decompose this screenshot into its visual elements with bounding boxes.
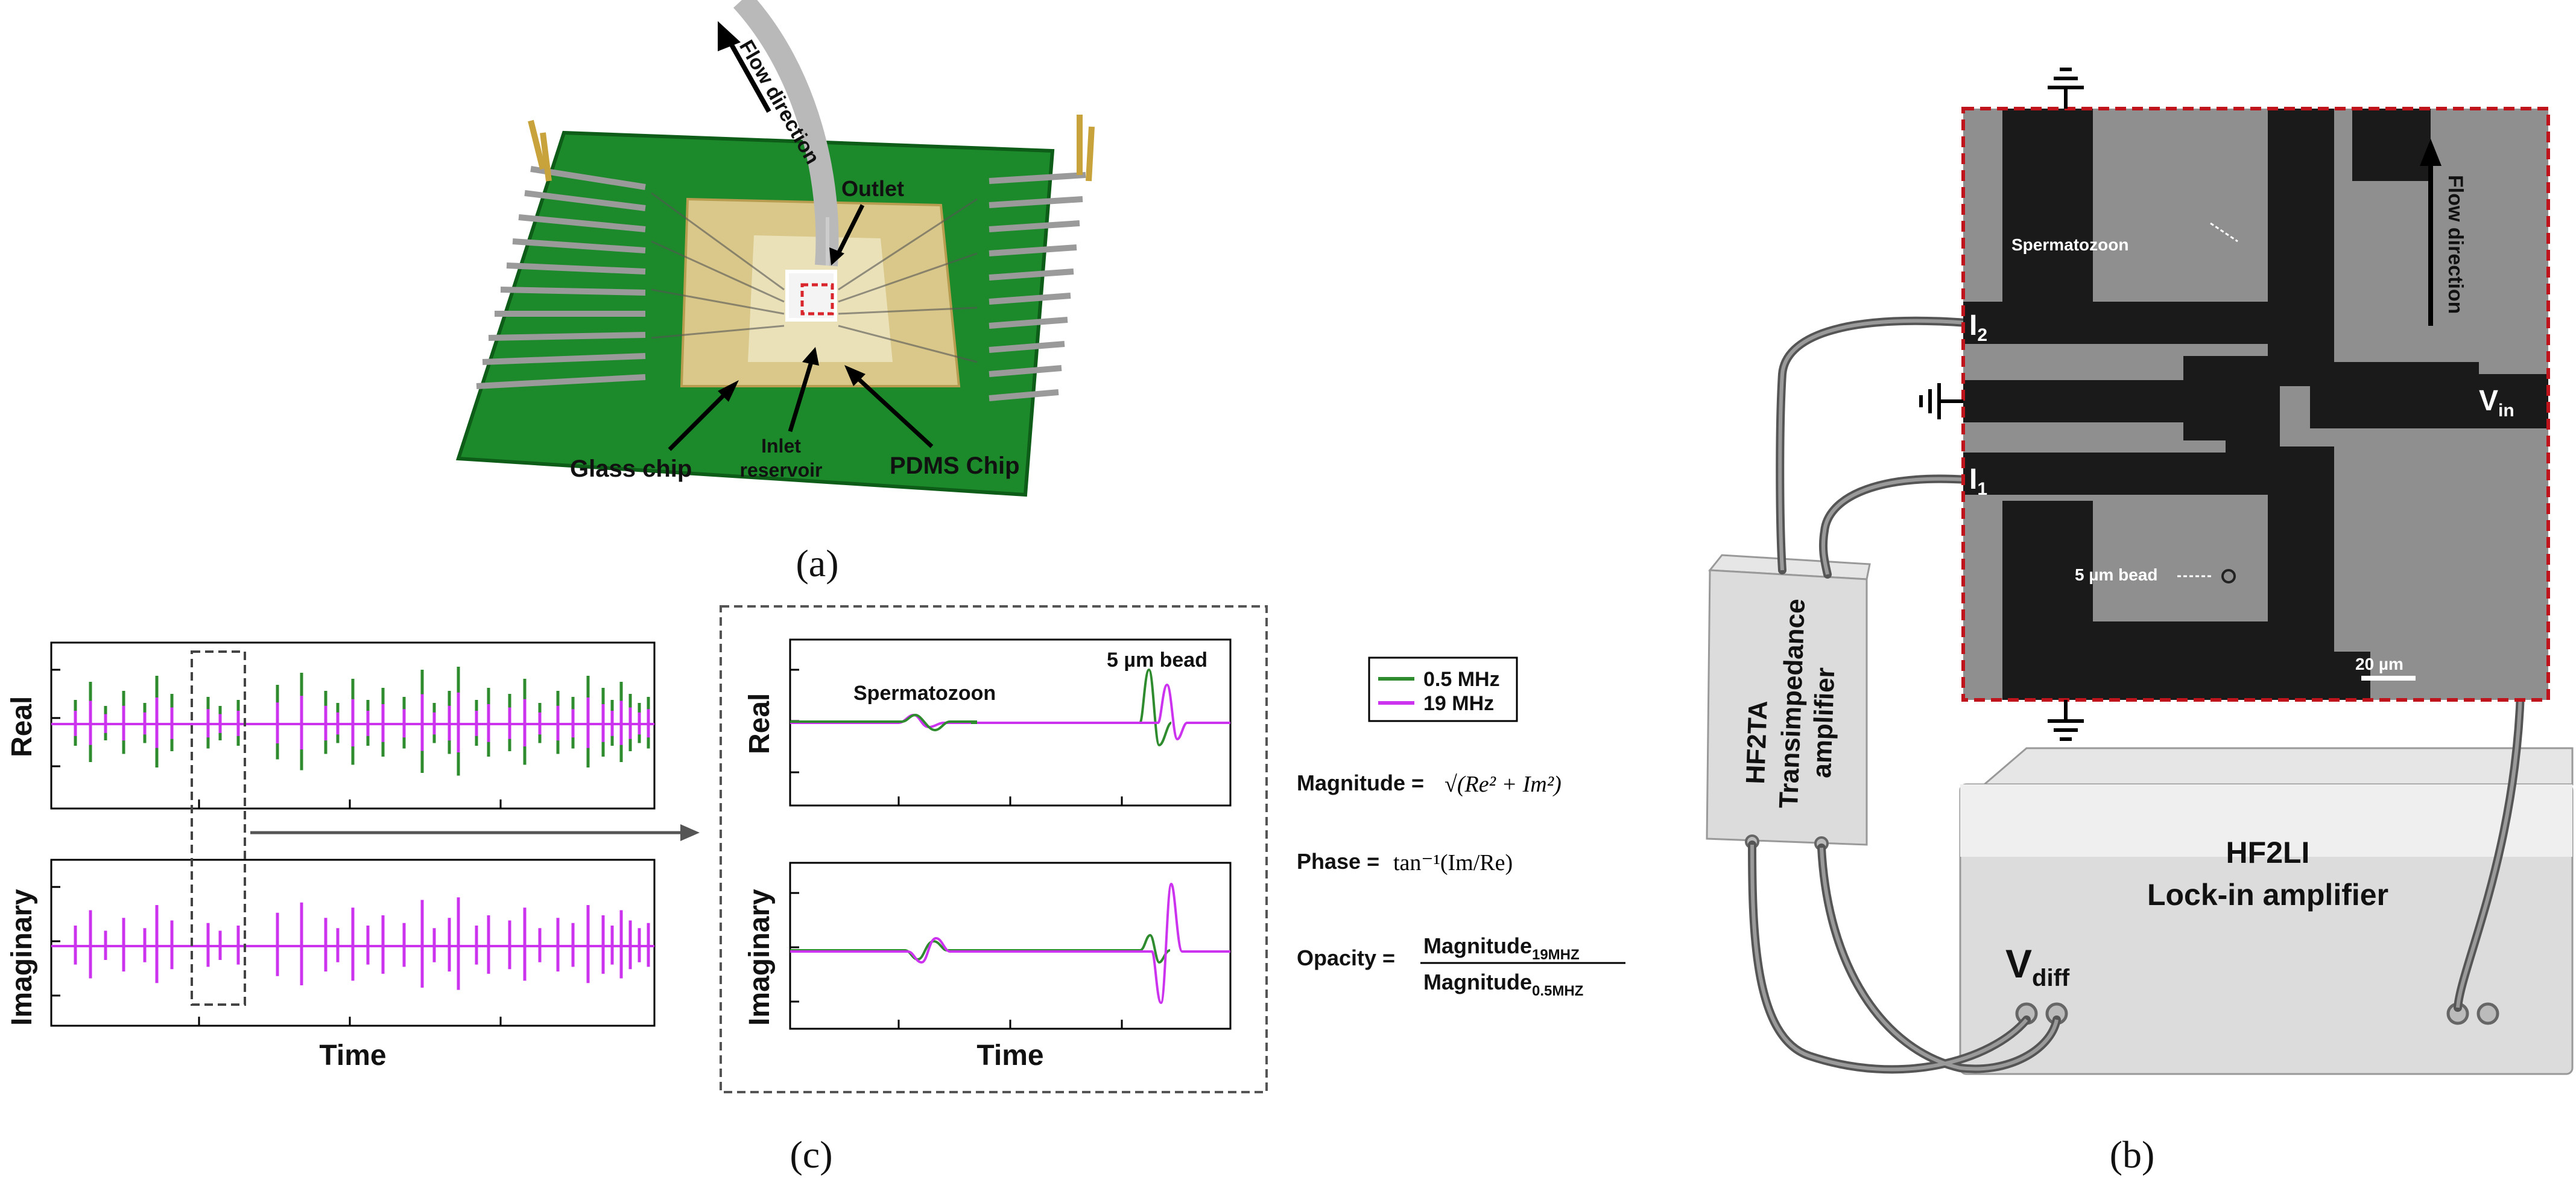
overview-ticks xyxy=(51,669,502,1026)
micrograph-border xyxy=(1961,107,2550,702)
opacity-label: Opacity = xyxy=(1297,945,1395,970)
outlet-arrow xyxy=(836,204,865,255)
legend-box xyxy=(1368,656,1518,722)
flow-direction-label-b: Flow direction xyxy=(2444,175,2467,314)
i1-label: I1 xyxy=(1969,463,1987,499)
electrodes xyxy=(1963,109,2548,700)
scale-bar xyxy=(2361,676,2416,681)
zoom-imaginary-05mhz-bead xyxy=(989,933,1171,964)
ground-symbol-left xyxy=(1919,383,1963,419)
flow-arrowhead-a xyxy=(718,21,741,51)
ground-symbol-bottom xyxy=(2048,700,2084,741)
phase-label: Phase = xyxy=(1297,849,1379,874)
hf2li-label-line2: Lock-in amplifier xyxy=(2147,878,2388,912)
glass-chip-arrowhead xyxy=(718,380,739,402)
panel-b: HF2LI Lock-in amplifier Vdiff HF2TA Tran… xyxy=(1706,68,2574,1176)
hf2li-top xyxy=(1981,747,2574,786)
zoom-real-19mhz-bead xyxy=(977,683,1230,741)
panel-a-photo xyxy=(455,0,1095,497)
overview-imaginary-ylabel: Imaginary xyxy=(6,889,38,1026)
zoom-imaginary-19mhz-sperm xyxy=(790,936,989,964)
hf2li-highlight xyxy=(1960,784,2572,857)
legend-label-05mhz: 0.5 MHz xyxy=(1423,668,1500,691)
inlet-arrowhead xyxy=(802,347,819,366)
pdms-chip-arrowhead xyxy=(844,365,866,386)
hf2ta-box xyxy=(1706,569,1868,846)
zoom-imaginary-ylabel: Imaginary xyxy=(744,889,776,1026)
inlet-arrow xyxy=(788,361,814,433)
zoom-arrowhead xyxy=(680,824,700,841)
scale-bar-label: 20 µm xyxy=(2355,655,2404,673)
panel-label-a: (a) xyxy=(796,542,838,585)
spermatozoon-label-c: Spermatozoon xyxy=(853,682,996,705)
zoom-real-ylabel: Real xyxy=(744,693,776,754)
pdms-chip-arrow xyxy=(855,375,934,448)
zoom-container xyxy=(720,605,1268,1093)
spermatozoon-pointer xyxy=(2210,222,2238,243)
glass-chip-label: Glass chip xyxy=(570,456,692,482)
legend-label-19mhz: 19 MHz xyxy=(1423,692,1494,715)
ground-symbol-top xyxy=(2048,68,2084,109)
outlet-arrowhead xyxy=(829,247,844,265)
zoom-real-05mhz-bead xyxy=(971,668,1172,747)
vin-label: Vin xyxy=(2479,385,2514,421)
hf2li-label-line1: HF2LI xyxy=(2226,836,2310,869)
zoom-imaginary-19mhz-bead xyxy=(989,882,1230,1005)
panel-c: Real Imaginary Time Spermatozoon 5 µm be… xyxy=(6,605,1625,1176)
opacity-denominator: Magnitude0.5MHZ xyxy=(1423,970,1583,999)
panel-label-c: (c) xyxy=(790,1133,832,1176)
outlet-label: Outlet xyxy=(841,176,904,201)
bead-marker xyxy=(2221,569,2236,583)
magnitude-formula: √(Re² + Im²) xyxy=(1445,772,1562,797)
i2-label: I2 xyxy=(1969,310,1987,345)
overview-time-xlabel: Time xyxy=(319,1040,386,1072)
zoom-imaginary-plot xyxy=(789,862,1232,1030)
glass-chip-arrow xyxy=(668,390,729,451)
zoom-real-05mhz-sperm xyxy=(790,713,977,732)
pdms-chip-label: PDMS Chip xyxy=(890,453,1020,479)
phase-formula: tan⁻¹(Im/Re) xyxy=(1393,850,1513,875)
hf2ta-label-line3: amplifier xyxy=(1807,667,1840,778)
selection-box xyxy=(191,650,246,1006)
hf2ta-label-line1: HF2TA xyxy=(1741,700,1773,784)
magnitude-label: Magnitude = xyxy=(1297,771,1424,795)
zoom-time-xlabel: Time xyxy=(976,1040,1043,1072)
panel-label-b: (b) xyxy=(2110,1133,2155,1176)
inlet-label-line2: reservoir xyxy=(740,459,823,481)
vdiff-label: Vdiff xyxy=(2005,941,2070,991)
bead-label-b: 5 µm bead xyxy=(2075,565,2158,584)
flow-arrow-a xyxy=(724,35,771,113)
bead-label-c: 5 µm bead xyxy=(1107,649,1207,672)
spermatozoon-label-b: Spermatozoon xyxy=(2011,235,2128,254)
opacity-numerator: Magnitude19MHZ xyxy=(1423,933,1580,963)
hf2ta-label-line2: Transimpedance xyxy=(1774,599,1811,809)
inlet-label-line1: Inlet xyxy=(761,435,801,457)
flow-arrowhead-b xyxy=(2420,139,2442,166)
overview-real-ylabel: Real xyxy=(6,696,38,757)
